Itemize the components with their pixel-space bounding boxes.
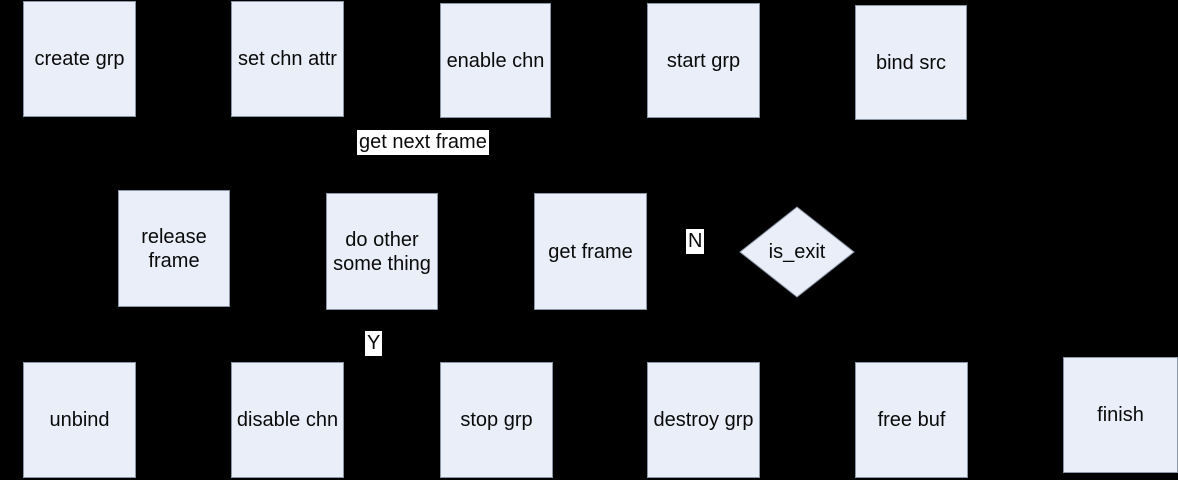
diamond-shape-icon xyxy=(739,206,855,298)
node-label: is_exit xyxy=(768,241,826,263)
node-label: free buf xyxy=(877,409,946,431)
node-enable-chn: enable chn xyxy=(440,3,551,118)
node-destroy-grp: destroy grp xyxy=(647,362,760,478)
node-finish: finish xyxy=(1063,357,1178,473)
node-label: destroy grp xyxy=(653,409,754,431)
node-disable-chn: disable chn xyxy=(231,362,344,478)
edge-label-n: N xyxy=(686,229,705,254)
node-label: finish xyxy=(1097,404,1144,426)
node-label: unbind xyxy=(49,409,110,431)
node-label: create grp xyxy=(34,48,125,70)
edge-label-y: Y xyxy=(365,331,383,356)
node-unbind: unbind xyxy=(23,362,136,478)
node-set-chn-attr: set chn attr xyxy=(231,1,344,117)
node-label: stop grp xyxy=(460,409,533,431)
node-start-grp: start grp xyxy=(647,3,760,118)
node-bind-src: bind src xyxy=(855,5,967,120)
node-create-grp: create grp xyxy=(23,1,136,117)
node-label: bind src xyxy=(875,51,947,74)
node-label: enable chn xyxy=(446,49,545,72)
edge-label-get-next-frame: get next frame xyxy=(357,130,489,155)
node-get-frame: get frame xyxy=(534,193,647,310)
node-label: set chn attr xyxy=(238,48,337,70)
node-label: release frame xyxy=(141,225,207,272)
node-label: do other some thing xyxy=(333,228,431,275)
node-free-buf: free buf xyxy=(855,362,968,478)
node-label: get frame xyxy=(548,240,633,263)
node-label: start grp xyxy=(666,49,741,72)
node-do-other-some-thing: do other some thing xyxy=(326,193,438,310)
node-label: disable chn xyxy=(236,409,339,431)
node-release-frame: release frame xyxy=(118,190,230,307)
decision-is-exit: is_exit xyxy=(739,206,855,298)
node-stop-grp: stop grp xyxy=(440,362,553,478)
